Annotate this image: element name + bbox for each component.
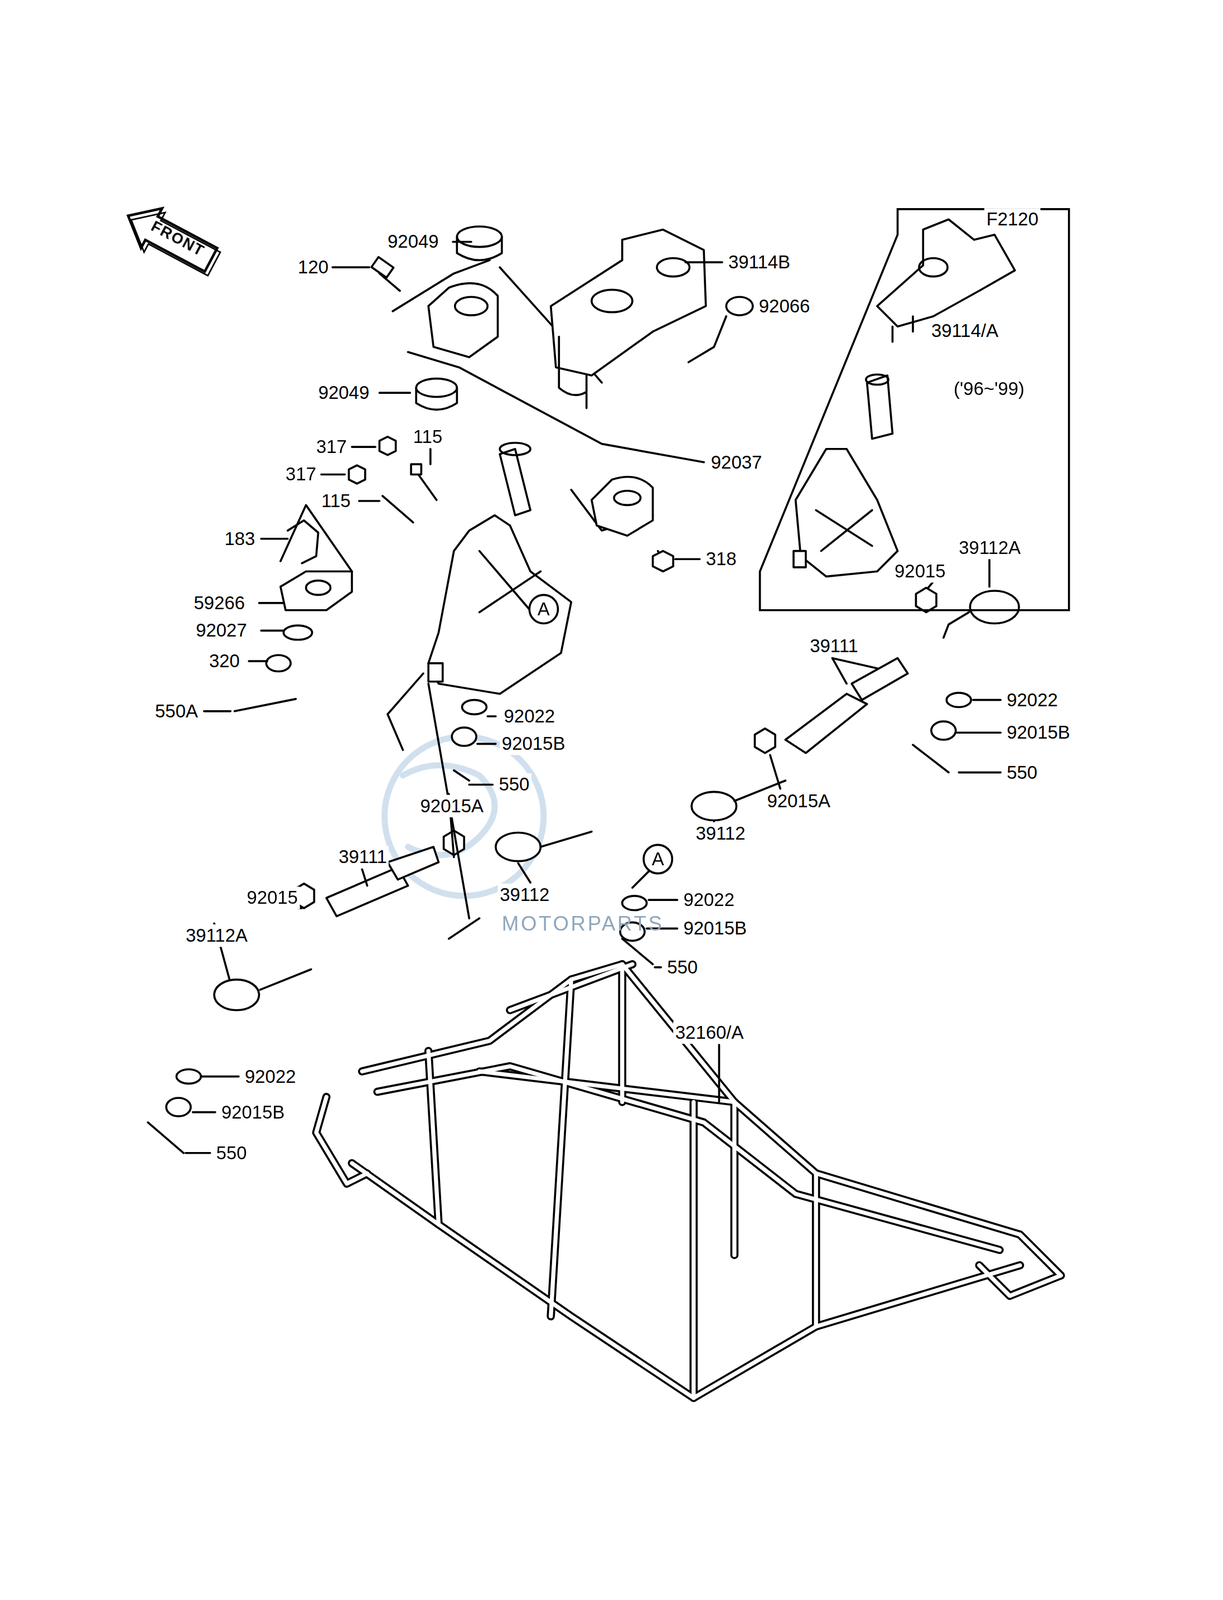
watermark: MOTORPARTS [499,911,666,935]
callout-number: 550 [496,772,532,796]
callout-number: 317 [313,435,349,458]
part-number: ('96~'99) [953,377,1025,400]
callout-number: 39111 [808,634,861,657]
callout-number: 32160/A [673,1021,746,1044]
callout-number: 92022 [681,888,737,911]
callout-number: 92049 [385,230,441,253]
callout-number: 92049 [316,381,372,404]
reference-marker: A [643,844,673,873]
callout-number: 92037 [708,450,765,473]
callout-number: 39112 [693,822,748,845]
callout-number: 92015A [418,794,486,818]
inset-outline [760,209,1070,611]
callout-number: 92015B [1004,721,1073,744]
callout-number: 92015 [892,559,948,583]
inset-box: 39114/A ('96~'99) [760,209,1070,611]
callout-number: 550 [665,955,700,979]
callout-number: 92015B [499,732,568,755]
callout-number: 39112A [956,536,1023,559]
node-outline [760,209,1070,611]
callout-number: 115 [318,489,353,512]
callout-number: 92066 [756,295,812,318]
callout-number: 39112A [183,924,250,947]
callout-number: 92015B [219,1100,287,1123]
callout-number: 92015 [244,886,301,909]
callout-number: 92015A [765,789,833,812]
callout-number: 115 [411,425,445,448]
callout-number: 39112 [498,883,552,906]
callout-number: 320 [206,649,242,673]
callout-number: 120 [295,255,331,279]
watermark-logo [384,736,544,896]
callout-number: 92022 [242,1064,298,1087]
callout-number: 317 [283,462,318,486]
marker-letter: A [537,597,550,621]
reference-marker: A [529,594,558,623]
callout-number: 318 [703,547,739,570]
marker-letter: A [651,847,665,870]
callout-number: 39111 [336,845,390,868]
figure-code: F2120 [984,208,1041,231]
direction-arrow: FRONT [124,199,219,279]
callout-number: 550 [214,1141,249,1164]
callout-number: 92022 [1004,688,1061,712]
callout-number: 183 [222,527,258,550]
callout-number: 550 [1004,760,1040,783]
part-number: 39114/A [931,318,999,342]
callout-number: 92022 [501,704,558,728]
callout-number: 92027 [194,619,250,642]
callout-number: 39114B [726,250,792,274]
callout-number: 550A [152,699,200,723]
callout-number: 92015B [681,916,749,940]
callout-number: 59266 [191,591,248,615]
